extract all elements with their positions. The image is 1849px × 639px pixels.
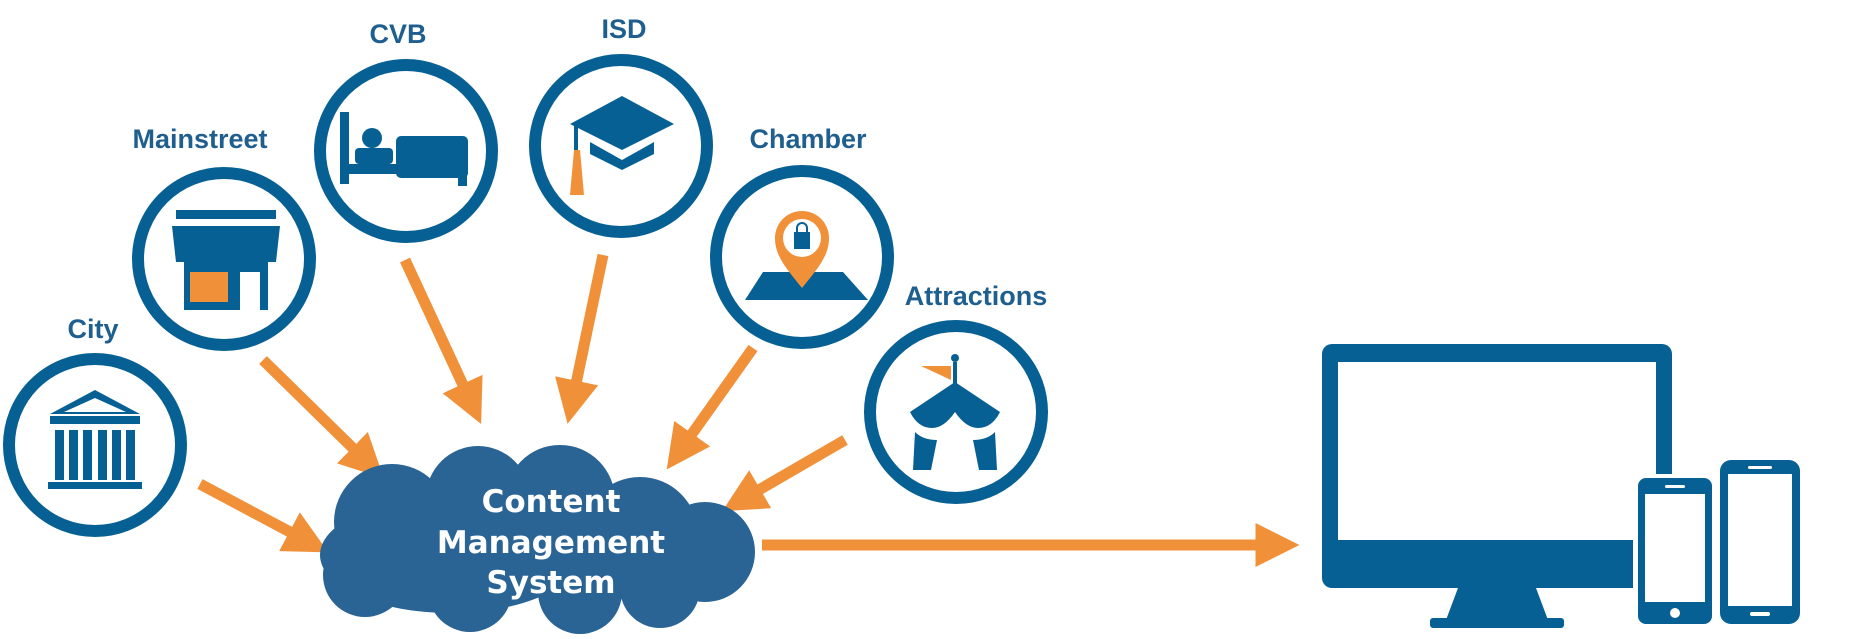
- smartphone-icon: [1716, 456, 1804, 628]
- graduation-cap-icon: [570, 96, 674, 195]
- cms-cloud: Content Management System: [320, 445, 755, 634]
- hotel-bed-icon: [340, 112, 468, 186]
- city-ring: [3, 353, 187, 537]
- arrows: [197, 253, 1300, 567]
- desktop-monitor-icon: [1322, 344, 1672, 628]
- source-label-city: City: [67, 314, 118, 344]
- circus-tent-icon: [910, 354, 1000, 470]
- source-isd: ISD: [529, 14, 713, 238]
- source-label-chamber: Chamber: [749, 124, 867, 154]
- source-cvb: CVB: [314, 19, 498, 243]
- storefront-icon: [172, 210, 280, 310]
- cms-title-line3: System: [486, 565, 615, 601]
- source-label-cvb: CVB: [369, 19, 426, 49]
- source-label-mainstreet: Mainstreet: [132, 124, 267, 154]
- cms-title-line1: Content: [482, 484, 621, 520]
- arrow-chamber-to-cms: [666, 344, 758, 470]
- source-mainstreet: Mainstreet: [132, 124, 316, 351]
- arrow-isd-to-cms: [555, 253, 609, 424]
- arrow-city-to-cms: [197, 479, 329, 553]
- cms-title-line2: Management: [437, 525, 665, 561]
- smartphone-icon: [1633, 474, 1716, 628]
- source-label-isd: ISD: [601, 14, 646, 44]
- source-city: City: [3, 314, 187, 537]
- government-building-icon: [48, 390, 142, 489]
- arrow-mainstreet-to-cms: [259, 356, 384, 479]
- arrow-attractions-to-cms: [722, 435, 848, 512]
- shopping-location-pin-icon: [745, 211, 868, 300]
- source-chamber: Chamber: [710, 124, 894, 349]
- source-attractions: Attractions: [864, 281, 1048, 504]
- arrow-cvb-to-cms: [400, 257, 483, 424]
- source-label-attractions: Attractions: [905, 281, 1048, 311]
- devices: [1322, 344, 1804, 628]
- cloud-icon: [320, 445, 755, 634]
